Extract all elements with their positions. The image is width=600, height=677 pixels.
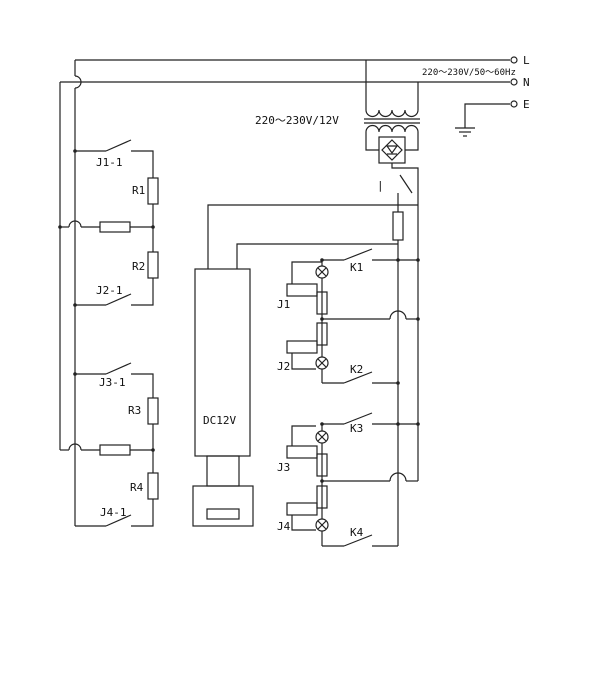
node-k1-rail xyxy=(396,258,400,262)
j2-wire-right xyxy=(131,278,154,306)
terminal-N-dot xyxy=(510,78,518,86)
k1-switch-blade xyxy=(343,248,373,261)
j1-relay-label: J1 xyxy=(277,298,290,311)
transformer-label: 220～230V/12V xyxy=(255,114,339,127)
module-base xyxy=(192,485,254,527)
bridge-output-lead xyxy=(391,163,419,195)
j1-wire-right xyxy=(131,150,154,178)
r1-label: R1 xyxy=(132,184,145,197)
module-base-resistor xyxy=(206,508,240,520)
j3-1-label: J3-1 xyxy=(99,376,126,389)
j1-1-label: J1-1 xyxy=(96,156,123,169)
heater-element-top xyxy=(99,221,131,233)
r4-label: R4 xyxy=(130,481,144,494)
j4-wire-right xyxy=(131,499,154,527)
line-E xyxy=(464,103,510,128)
j4-relay-label: J4 xyxy=(277,520,291,533)
relay-j3-lead xyxy=(291,425,316,446)
k2-label: K2 xyxy=(350,363,363,376)
heater-element-bottom xyxy=(99,444,131,456)
j4-1-label: J4-1 xyxy=(100,506,127,519)
r3-label: R3 xyxy=(128,404,141,417)
heater-bottom-crossing xyxy=(68,443,82,451)
node-k3-pos xyxy=(416,422,420,426)
lamp-2-resistor xyxy=(316,322,328,346)
module-feed-negative xyxy=(236,243,398,269)
resistor-r3 xyxy=(147,397,159,425)
relay-coil-j3 xyxy=(286,445,318,459)
relay-j1-lead xyxy=(291,261,322,284)
bridge-lead-left xyxy=(365,132,379,151)
node-group2-mid xyxy=(320,479,324,483)
dc12v-module-label: DC12V xyxy=(203,414,236,427)
k3-label: K3 xyxy=(350,422,363,435)
terminal-L-label: L xyxy=(523,54,530,67)
lamp-4-resistor xyxy=(316,485,328,509)
k2-switch-blade xyxy=(343,371,373,384)
k3-switch-blade xyxy=(343,412,373,425)
group1-crossing xyxy=(389,310,407,320)
lamp-1-resistor xyxy=(316,291,328,315)
terminal-E-label: E xyxy=(523,98,530,111)
xfmr-primary-coil xyxy=(365,109,419,118)
k1-label: K1 xyxy=(350,261,363,274)
supply-switch-blade xyxy=(399,174,413,194)
xfmr-secondary-coil xyxy=(365,124,419,133)
relay-j4-lead xyxy=(291,515,316,531)
lamp-1-cross-b xyxy=(317,267,327,277)
crossing-arc-n xyxy=(74,75,82,89)
resistor-r4 xyxy=(147,472,159,500)
r2-label: R2 xyxy=(132,260,145,273)
rectifier-bridge xyxy=(378,136,406,164)
k4-switch-blade xyxy=(343,534,373,547)
bridge-diamond xyxy=(381,139,403,161)
node-k1-pos xyxy=(416,258,420,262)
j2-relay-label: J2 xyxy=(277,360,290,373)
lamp-2-cross-b xyxy=(317,358,327,368)
resistor-r1 xyxy=(147,177,159,205)
fuse xyxy=(392,211,404,241)
j3-relay-label: J3 xyxy=(277,461,290,474)
lamp-4-cross-b xyxy=(317,520,327,530)
node-group1-pos xyxy=(416,317,420,321)
j3-wire-right xyxy=(131,373,154,398)
lamp-3-resistor xyxy=(316,453,328,477)
node-k3-rail xyxy=(396,422,400,426)
terminal-E-dot xyxy=(510,100,518,108)
j1-1-contact-blade xyxy=(105,139,132,152)
bridge-diode-icon xyxy=(385,145,399,155)
j2-1-label: J2-1 xyxy=(96,284,123,297)
module-feed-positive xyxy=(207,204,418,269)
heater-top-crossing xyxy=(68,220,82,228)
mains-spec-label: 220～230V/50～60Hz xyxy=(422,68,516,78)
relay-j2-lead xyxy=(291,353,316,370)
node-k2-rail xyxy=(396,381,400,385)
j3-1-contact-blade xyxy=(105,362,132,375)
resistor-r2 xyxy=(147,251,159,279)
dc12v-module xyxy=(194,268,251,457)
relay-coil-j2 xyxy=(286,340,318,354)
terminal-L-dot xyxy=(510,56,518,64)
lamp-3-cross-b xyxy=(317,432,327,442)
node-j2-left xyxy=(73,303,77,307)
k4-label: K4 xyxy=(350,526,364,539)
module-neck xyxy=(206,455,240,487)
j4-1-contact-blade xyxy=(105,514,132,527)
bridge-lead-right xyxy=(405,132,419,151)
relay-coil-j4 xyxy=(286,502,318,516)
node-group1-mid xyxy=(320,317,324,321)
terminal-N-label: N xyxy=(523,76,530,89)
j2-1-contact-blade xyxy=(105,293,132,306)
relay-coil-j1 xyxy=(286,283,318,297)
tick-mark: | xyxy=(377,179,384,192)
group2-crossing xyxy=(389,472,407,482)
